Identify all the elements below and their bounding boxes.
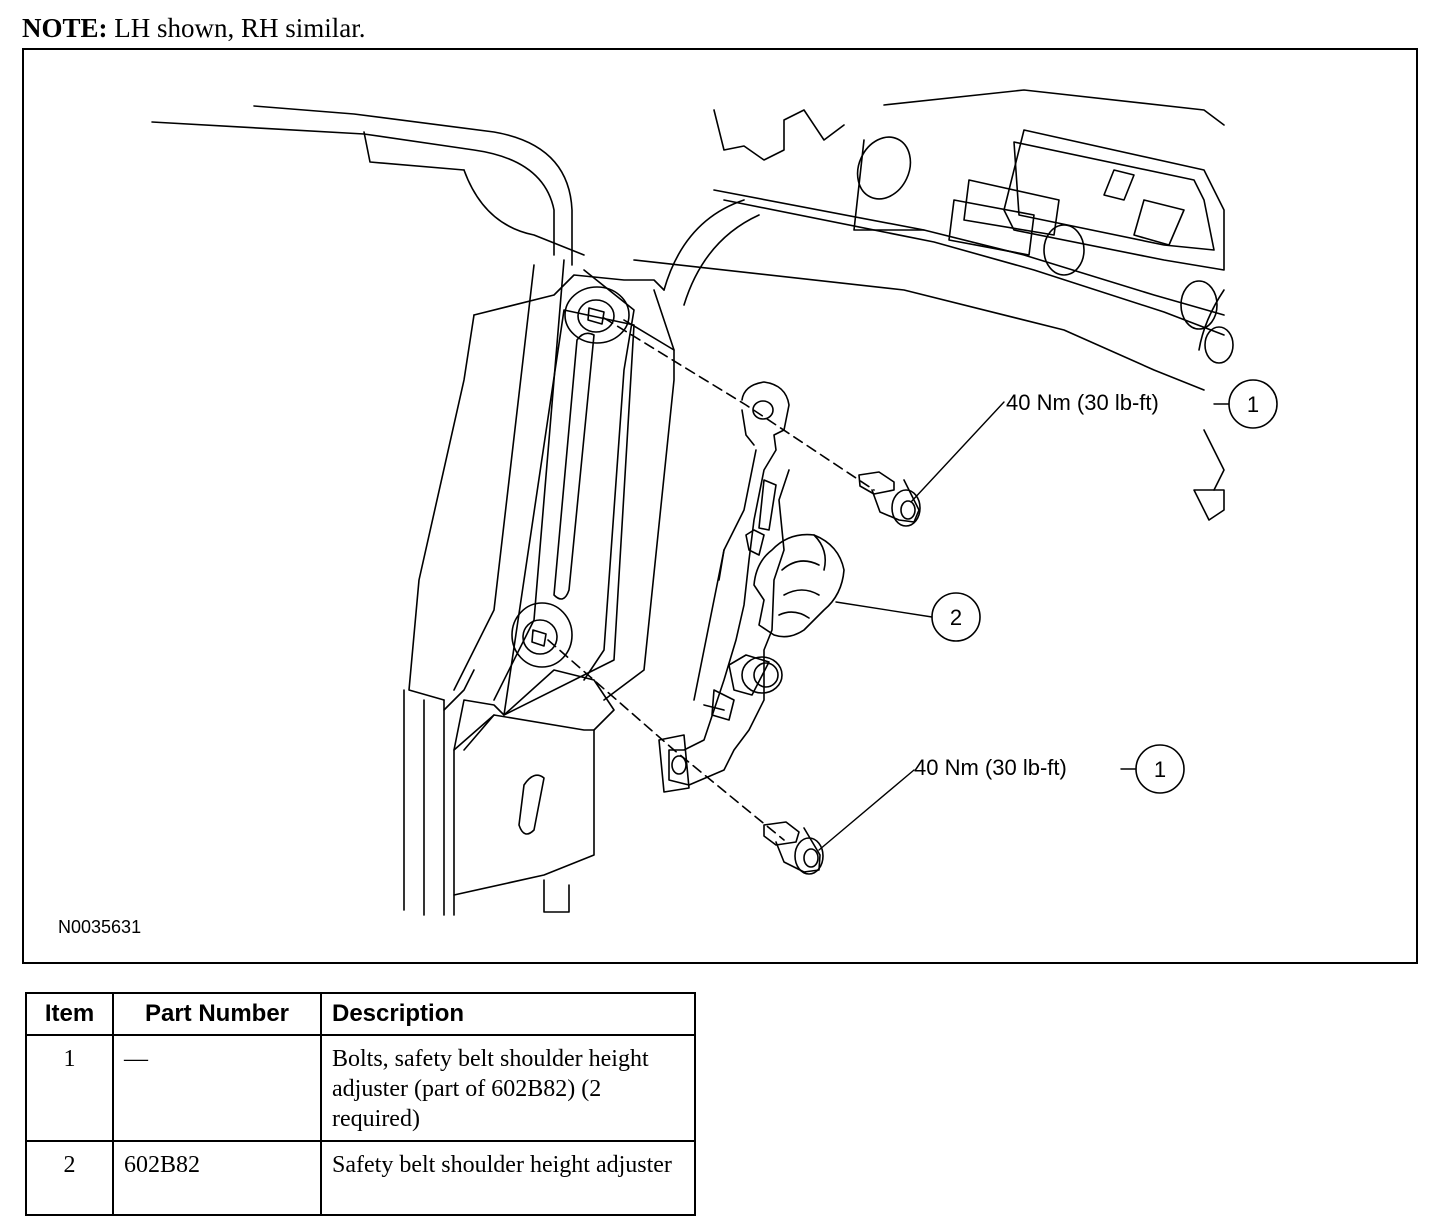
cell-part-number: — (112, 1034, 322, 1142)
header-part-number: Part Number (112, 992, 322, 1036)
torque-label-lower: 40 Nm (30 lb-ft) (914, 755, 1067, 780)
line-drawing: 1 2 1 (151, 89, 1278, 916)
callout-number-1-upper: 1 (1247, 392, 1259, 417)
note: NOTE: LH shown, RH similar. (22, 10, 366, 46)
note-label: NOTE: (22, 13, 108, 43)
cell-item: 2 (25, 1140, 114, 1216)
parts-table: Item Part Number Description 1 — Bolts, … (25, 992, 696, 1216)
header-item: Item (25, 992, 114, 1036)
header-description: Description (320, 992, 696, 1036)
torque-label-upper: 40 Nm (30 lb-ft) (1006, 390, 1159, 415)
note-text: LH shown, RH similar. (107, 13, 366, 43)
callout-circle-1-lower (1135, 744, 1185, 794)
table-row: 1 — Bolts, safety belt shoulder height a… (25, 1034, 696, 1142)
callout-number-2: 2 (950, 605, 962, 630)
callout-number-1-lower: 1 (1154, 757, 1166, 782)
cell-part-number: 602B82 (112, 1140, 322, 1216)
table-header-row: Item Part Number Description (25, 992, 696, 1036)
cell-description: Bolts, safety belt shoulder height adjus… (320, 1034, 696, 1142)
callout-circle-2 (931, 592, 981, 642)
cell-item: 1 (25, 1034, 114, 1142)
callout-circle-1-upper (1228, 379, 1278, 429)
cell-description: Safety belt shoulder height adjuster (320, 1140, 696, 1216)
table-row: 2 602B82 Safety belt shoulder height adj… (25, 1140, 696, 1216)
figure-frame: 1 2 1 40 Nm (30 lb-ft) 40 Nm (30 lb-ft) … (22, 48, 1418, 964)
figure-id: N0035631 (58, 917, 142, 937)
